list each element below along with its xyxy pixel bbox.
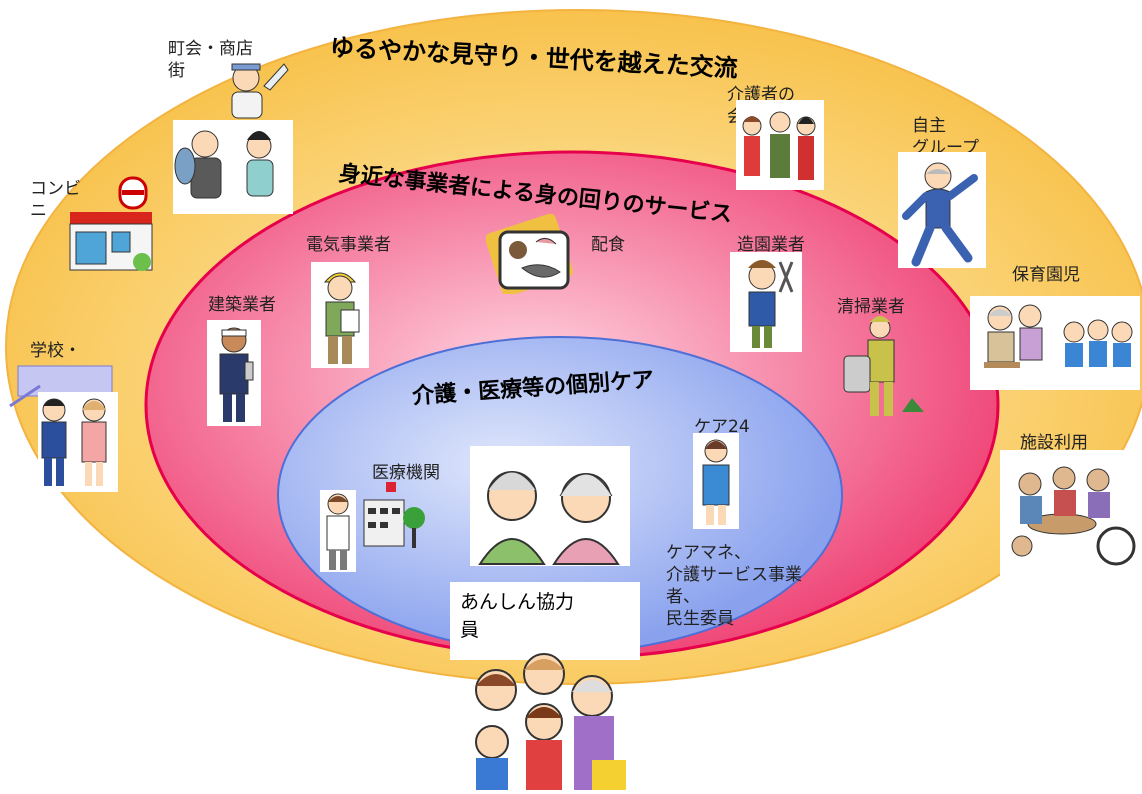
cleaner-illustration [840, 312, 926, 420]
caregivers-illustration [736, 100, 824, 190]
gardener-illustration [730, 252, 802, 352]
exercise-group-illustration [898, 152, 986, 268]
school-illustration [8, 362, 118, 492]
builder-illustration [207, 320, 261, 426]
meal-tray-illustration [486, 212, 582, 294]
nursery-children-illustration [970, 296, 1140, 390]
shop-staff-illustration [173, 120, 293, 214]
anshin-label-box: あんしん協力 員 [450, 582, 640, 660]
label-convenience: コンビ ニ [30, 179, 81, 221]
label-nursery: 保育園児 [1012, 265, 1080, 285]
label-cleaning: 清掃業者 [837, 297, 905, 317]
label-electric: 電気事業者 [306, 235, 391, 255]
elderly-couple-illustration [470, 446, 630, 566]
facility-users-illustration [1000, 450, 1136, 576]
label-garden: 造園業者 [737, 235, 805, 255]
anshin-family-illustration [452, 650, 636, 794]
label-medical: 医療機関 [372, 463, 440, 483]
label-caremanager: ケアマネ、 介護サービス事業 者、 民生委員 [666, 543, 802, 629]
doctor-illustration [320, 490, 356, 572]
label-town: 町会・商店 街 [168, 39, 253, 81]
care-staff-illustration [693, 433, 739, 529]
label-construction: 建築業者 [208, 295, 276, 315]
shopkeeper-illustration [212, 56, 290, 122]
hospital-illustration [356, 478, 426, 556]
electrician-illustration [311, 262, 369, 368]
convenience-store-illustration [66, 176, 156, 276]
label-care24: ケア24 [694, 417, 750, 437]
label-meal: 配食 [591, 235, 625, 255]
